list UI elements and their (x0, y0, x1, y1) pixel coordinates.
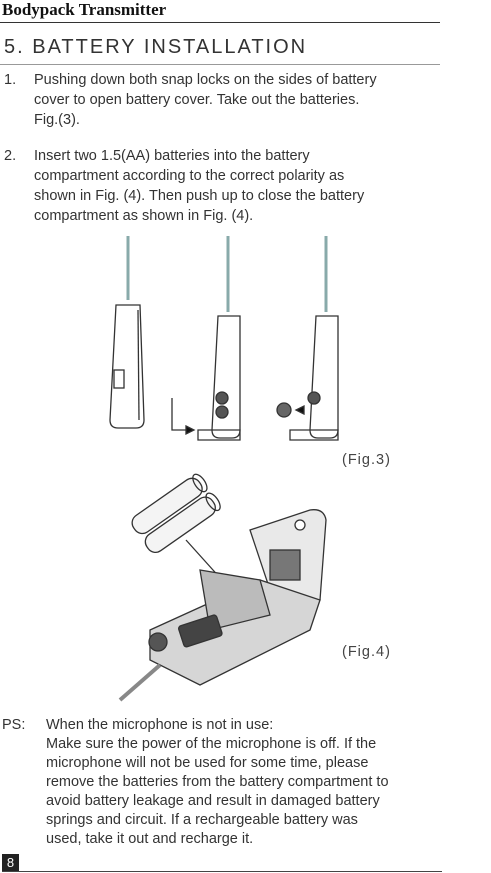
header-rule (0, 22, 440, 23)
step-line: compartment as shown in Fig. (4). (34, 208, 254, 224)
ps-line: Make sure the power of the microphone is… (46, 736, 377, 752)
figure-3-caption: (Fig.3) (342, 452, 391, 468)
figure-4-illustration (118, 473, 327, 702)
ps-line: When the microphone is not in use: (46, 717, 274, 733)
ps-line: used, take it out and recharge it. (46, 831, 254, 847)
ps-line: microphone will not be used for some tim… (46, 755, 369, 771)
step-line: compartment according to the correct pol… (34, 168, 345, 184)
step-number: 2. (4, 148, 17, 164)
ps-line: avoid battery leakage and result in dama… (46, 793, 380, 809)
step-line: Insert two 1.5(AA) batteries into the ba… (34, 148, 310, 164)
footer-rule (2, 871, 442, 872)
figure-3-illustration (109, 236, 339, 441)
section-rule (0, 64, 440, 65)
page-number: 8 (2, 854, 19, 871)
section-title: 5. BATTERY INSTALLATION (4, 36, 308, 58)
step-line: cover to open battery cover. Take out th… (34, 92, 360, 108)
running-header: Bodypack Transmitter (2, 0, 167, 19)
ps-line: remove the batteries from the battery co… (46, 774, 389, 790)
step-number: 1. (4, 72, 17, 88)
figure-4-caption: (Fig.4) (342, 644, 391, 660)
ps-line: springs and circuit. If a rechargeable b… (46, 812, 358, 828)
step-line: Pushing down both snap locks on the side… (34, 72, 377, 88)
step-line: shown in Fig. (4). Then push up to close… (34, 188, 365, 204)
ps-label: PS: (2, 717, 26, 733)
step-line: Fig.(3). (34, 112, 80, 128)
